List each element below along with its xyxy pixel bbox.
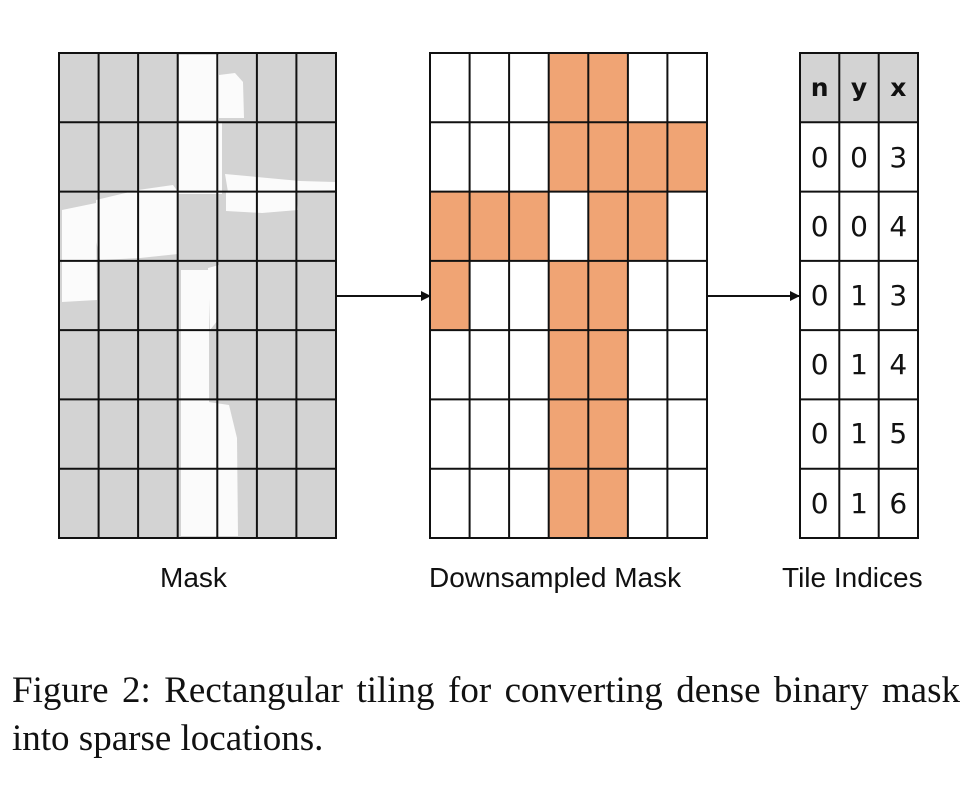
active-tile — [588, 330, 628, 400]
active-tile — [509, 191, 549, 261]
active-tile — [588, 399, 628, 469]
table-cell: 0 — [811, 279, 829, 312]
mask-foreground — [62, 55, 335, 536]
tile-indices-label: Tile Indices — [782, 562, 923, 593]
table-cell: 0 — [811, 348, 829, 381]
table-cell: 0 — [811, 210, 829, 243]
table-grid — [799, 52, 919, 539]
table-cell: 3 — [889, 141, 907, 174]
table-header-x: x — [890, 73, 906, 102]
active-tile — [548, 399, 589, 469]
table-cell: 1 — [850, 487, 868, 520]
table-text: n y x 0 0 3 0 0 4 0 1 3 0 1 4 0 1 5 0 1 … — [811, 73, 907, 520]
table-cell: 0 — [811, 487, 829, 520]
active-tile — [548, 122, 589, 192]
mask-label: Mask — [160, 562, 227, 593]
mask-grid — [58, 52, 337, 539]
mask-panel — [58, 52, 337, 539]
figure-caption: Figure 2: Rectangular tiling for convert… — [12, 670, 960, 759]
table-cell: 0 — [850, 141, 868, 174]
active-tile — [627, 191, 668, 261]
table-cell: 6 — [889, 487, 907, 520]
active-tile — [588, 191, 628, 261]
table-cell: 0 — [811, 417, 829, 450]
active-tile — [430, 191, 470, 261]
active-tile — [588, 260, 628, 331]
downsampled-grid — [429, 52, 708, 539]
active-tile — [430, 260, 470, 331]
table-cell: 1 — [850, 348, 868, 381]
table-cell: 4 — [889, 210, 907, 243]
table-cell: 4 — [889, 348, 907, 381]
active-tile — [469, 191, 510, 261]
table-cell: 1 — [850, 417, 868, 450]
table-header-y: y — [851, 73, 867, 102]
table-cell: 5 — [889, 417, 907, 450]
active-tile — [588, 122, 628, 192]
active-tile — [588, 53, 628, 123]
active-tile — [548, 468, 589, 538]
table-header-bg — [800, 53, 918, 122]
downsampled-panel — [429, 52, 708, 539]
downsampled-label: Downsampled Mask — [429, 562, 682, 593]
active-tile — [667, 122, 707, 192]
table-cell: 0 — [811, 141, 829, 174]
active-tile — [548, 260, 589, 331]
table-cell: 1 — [850, 279, 868, 312]
active-tile — [548, 330, 589, 400]
table-cell: 3 — [889, 279, 907, 312]
active-tile — [548, 53, 589, 123]
tile-indices-table: n y x 0 0 3 0 0 4 0 1 3 0 1 4 0 1 5 0 1 … — [799, 52, 919, 539]
active-tile — [588, 468, 628, 538]
table-header-n: n — [811, 73, 829, 102]
table-cell: 0 — [850, 210, 868, 243]
active-tiles — [430, 53, 707, 538]
active-tile — [627, 122, 668, 192]
